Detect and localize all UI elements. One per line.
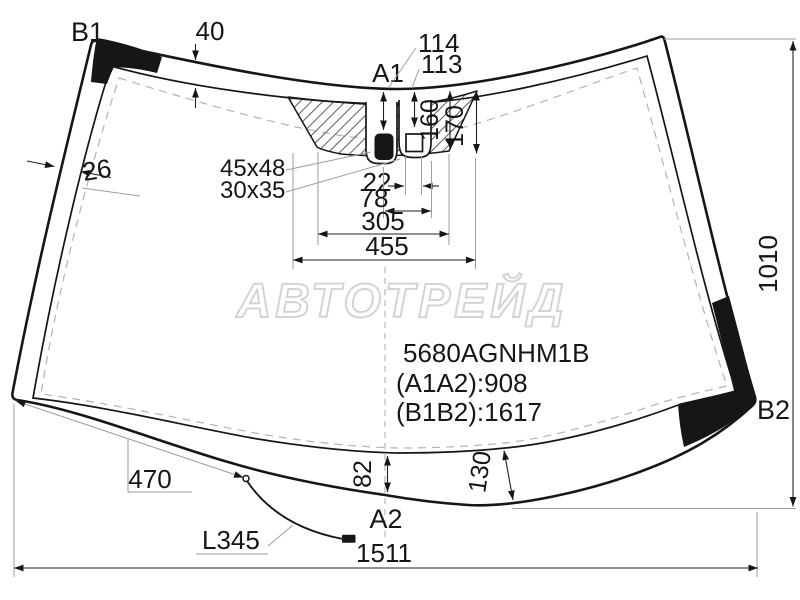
dim-40-label: 40	[196, 16, 225, 46]
dim-455: 455	[292, 153, 476, 269]
wire-connector	[342, 534, 356, 543]
dim-470-label: 470	[128, 464, 171, 494]
label-mirror-sensor-sizes: 45x48 30x35	[220, 151, 401, 204]
dim-170-label: 170	[441, 105, 469, 147]
mirror-mount-pad	[374, 133, 394, 160]
dim-bottom-width-1511: 1511	[13, 404, 758, 577]
label-b2: B2	[757, 395, 790, 425]
dim-1010-label: 1010	[753, 235, 783, 293]
corner-black-b1	[91, 38, 162, 84]
dim-82: 82	[349, 456, 391, 492]
heater-wire	[246, 480, 356, 543]
dim-78-label: 78	[360, 183, 389, 213]
dim-1511-label: 1511	[356, 538, 412, 568]
part-code-text: 5680AGNHM1B	[403, 338, 589, 368]
wire-grommet	[242, 474, 250, 483]
dim-26-label: 26	[80, 153, 113, 187]
dim-78: 78	[360, 161, 432, 218]
dim-305-label: 305	[361, 206, 404, 236]
dim-a1a2-text: (A1A2):908	[396, 368, 528, 398]
dim-130-label: 130	[463, 449, 497, 494]
dim-305: 305	[317, 152, 450, 245]
corner-black-b2	[678, 296, 756, 447]
dim-wire-l345: L345	[196, 524, 294, 555]
mirror-pad-size-label: 45x48	[220, 155, 285, 182]
dim-160: 160	[416, 91, 454, 149]
dim-170: 170	[441, 91, 480, 154]
dim-l345-label: L345	[202, 525, 260, 555]
dim-22: 22	[363, 156, 439, 197]
sensor-pad-size-label: 30x35	[220, 177, 285, 204]
dim-22-label: 22	[363, 167, 392, 197]
dim-82-label: 82	[349, 460, 377, 488]
sensor-window	[405, 133, 424, 153]
part-info-block: 5680AGNHM1B (A1A2):908 (B1B2):1617	[396, 338, 589, 427]
glass-body	[11, 35, 757, 507]
dim-130: 130	[463, 449, 515, 501]
watermark-text: АВТОТРЕЙД	[236, 273, 568, 328]
dim-114-113: 114 113	[388, 28, 462, 127]
glass-outer-outline	[11, 35, 757, 507]
dim-height-1010: 1010	[512, 38, 797, 509]
dim-b1b2-text: (B1B2):1617	[396, 397, 542, 427]
dim-side-band-26: 26	[26, 153, 141, 197]
dim-113-label: 113	[421, 49, 462, 79]
dim-470: 470	[15, 400, 250, 494]
dim-top-band-40: 40	[192, 16, 225, 108]
label-a2: A2	[369, 504, 402, 534]
dim-160-label: 160	[416, 99, 444, 141]
label-b1: B1	[71, 17, 104, 47]
dim-114-label: 114	[418, 28, 459, 58]
dim-455-label: 455	[365, 231, 408, 261]
